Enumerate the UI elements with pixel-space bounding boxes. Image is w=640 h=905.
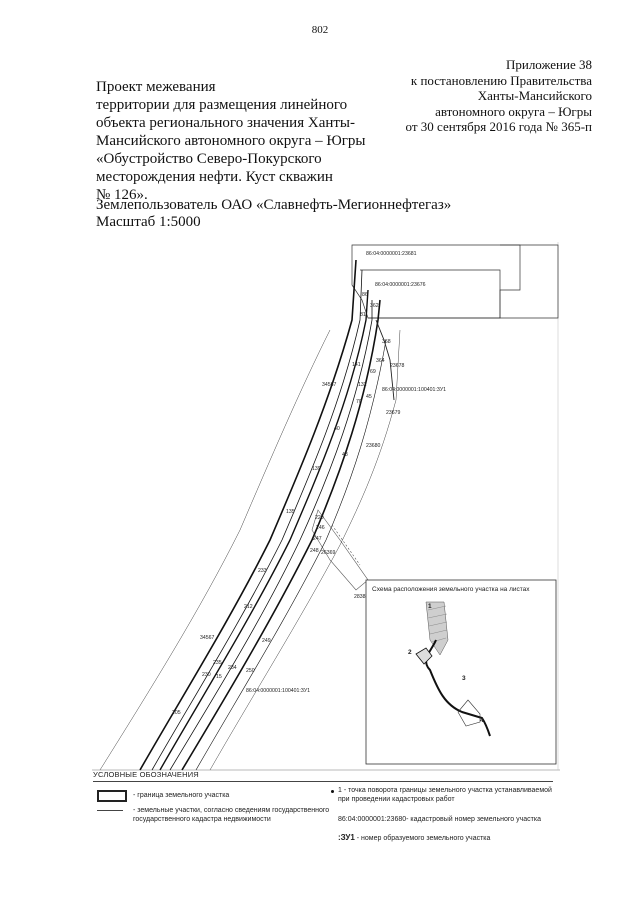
cad-label: 23680 bbox=[366, 443, 381, 449]
point-label: 246 bbox=[316, 525, 325, 531]
registered-parcels-top bbox=[351, 244, 559, 319]
legend-divider bbox=[93, 781, 553, 782]
cad-label: 86:04:0000001:100401:ЗУ1 bbox=[246, 688, 310, 694]
parcel-26369-hatch bbox=[331, 524, 361, 566]
inset-title: Схема расположения земельного участка на… bbox=[372, 586, 530, 593]
title-line: Проект межевания bbox=[96, 79, 216, 95]
point-marker-icon bbox=[331, 790, 334, 793]
point-label: 230 bbox=[202, 672, 211, 678]
corridor-line-2 bbox=[151, 269, 363, 771]
point-label: 81 bbox=[360, 312, 366, 318]
page-number: 802 bbox=[311, 24, 329, 36]
appendix-line: к постановлению Правительства bbox=[410, 72, 592, 88]
registered-swatch bbox=[97, 810, 123, 811]
point-label: 234 bbox=[228, 665, 237, 671]
legend-zu-example: :ЗУ1 bbox=[338, 833, 355, 842]
legend-cadnum-text: - кадастровый номер земельного участка bbox=[406, 816, 541, 823]
sheet-4-area bbox=[457, 699, 481, 727]
registered-parcels-middle bbox=[311, 509, 369, 591]
point-label: 45 bbox=[366, 394, 372, 400]
cad-label: 2838 bbox=[354, 594, 366, 600]
appendix-line: Ханты-Мансийского bbox=[477, 88, 592, 103]
land-user: Землепользователь ОАО «Славнефть-Мегионн… bbox=[96, 197, 452, 213]
corridor-line-6 bbox=[195, 339, 387, 771]
title-line: объекта регионального значения Ханты- bbox=[96, 115, 356, 131]
legend-zu: :ЗУ1 - номер образуемого земельного учас… bbox=[338, 833, 568, 844]
point-label: 132 bbox=[358, 382, 367, 388]
title-line: территории для размещения линейного bbox=[96, 97, 348, 113]
point-label: 70 bbox=[356, 399, 362, 405]
corridor-outer-right bbox=[181, 299, 381, 771]
point-label: 135 bbox=[286, 509, 295, 515]
legend-point-marker: 1 bbox=[338, 787, 342, 794]
cad-label: 23679 bbox=[386, 410, 401, 416]
appendix-line: автономного округа – Югры bbox=[435, 103, 592, 119]
map-labels: 86:04:0000001:23681 86:04:0000001:23676 … bbox=[172, 251, 446, 716]
legend-point-text: - точка поворота границы земельного учас… bbox=[338, 787, 552, 803]
point-label: 205 bbox=[172, 710, 181, 716]
cad-label: 23678 bbox=[390, 363, 405, 369]
point-label: 48 bbox=[342, 452, 348, 458]
side-boundaries bbox=[99, 319, 401, 771]
cad-label: 34567 bbox=[322, 382, 337, 388]
point-label: 248 bbox=[310, 548, 319, 554]
legend-cadnum: 86:04:0000001:23680- кадастровый номер з… bbox=[338, 816, 568, 825]
parcel-side bbox=[500, 244, 559, 319]
sheet-label: 2 bbox=[408, 649, 412, 656]
point-label: 69 bbox=[370, 369, 376, 375]
appendix-reference: Приложение 38 к постановлению Правительс… bbox=[332, 57, 592, 135]
legend-point: 1 - точка поворота границы земельного уч… bbox=[338, 787, 558, 804]
inset-frame bbox=[365, 579, 557, 765]
sheet-label: 4 bbox=[480, 717, 484, 724]
cad-label: 86:04:0000001:23676 bbox=[375, 282, 426, 288]
title-line: «Обустройство Северо-Покурского bbox=[96, 151, 322, 167]
point-label: 86 bbox=[362, 292, 368, 298]
point-label: 249 bbox=[262, 638, 271, 644]
title-line: Мансийского автономного округа – Югры bbox=[96, 133, 366, 149]
sheet-1-area bbox=[425, 601, 449, 656]
point-label: 364 bbox=[376, 358, 385, 364]
point-label: 40 bbox=[334, 426, 340, 432]
appendix-line: от 30 сентября 2016 года № 365-п bbox=[405, 119, 592, 134]
cad-label: 86:04:0000001:23681 bbox=[366, 251, 417, 257]
inset-scheme: Схема расположения земельного участка на… bbox=[365, 579, 557, 765]
point-label: 141 bbox=[352, 362, 361, 368]
legend-registered: - земельные участки, согласно сведениям … bbox=[133, 807, 330, 823]
corridor-outer-left bbox=[139, 259, 357, 771]
point-label: 15 bbox=[216, 674, 222, 680]
map-scale: Масштаб 1:5000 bbox=[96, 214, 201, 230]
title-line: месторождения нефти. Куст скважин bbox=[96, 169, 333, 185]
point-label: 250 bbox=[246, 668, 255, 674]
point-label: 362 bbox=[370, 303, 379, 309]
legend-boundary: - граница земельного участка bbox=[133, 792, 230, 799]
point-label: 233 bbox=[258, 568, 267, 574]
document-title: Проект межевания территории для размещен… bbox=[96, 78, 396, 204]
legend: УСЛОВНЫЕ ОБОЗНАЧЕНИЯ - граница земельног… bbox=[93, 770, 563, 880]
point-label: 235 bbox=[213, 660, 222, 666]
corridor-lines bbox=[139, 259, 387, 771]
legend-title: УСЛОВНЫЕ ОБОЗНАЧЕНИЯ bbox=[93, 770, 199, 779]
title-line: № 126». bbox=[96, 187, 148, 203]
point-label: 220 bbox=[315, 515, 324, 521]
corridor-line-4 bbox=[169, 300, 373, 771]
point-label: 368 bbox=[382, 339, 391, 345]
legend-zu-text: - номер образуемого земельного участка bbox=[356, 835, 491, 842]
sheet-label: 3 bbox=[462, 675, 466, 682]
appendix-line: Приложение 38 bbox=[505, 57, 592, 72]
cad-label: 34567 bbox=[200, 635, 215, 641]
sheet-label: 1 bbox=[428, 603, 432, 610]
parcel-26369 bbox=[311, 509, 369, 591]
sheet-2-pad bbox=[415, 647, 433, 665]
point-label: 212 bbox=[244, 604, 253, 610]
cad-label: 26369 bbox=[321, 550, 336, 556]
point-label: 247 bbox=[313, 536, 322, 542]
cad-label: 86:04:0000001:100401:ЗУ1 bbox=[382, 387, 446, 393]
corridor-line-3 bbox=[159, 289, 369, 771]
point-label: 139 bbox=[312, 466, 321, 472]
parcel-23676 bbox=[360, 269, 501, 319]
legend-cadnum-example: 86:04:0000001:23680 bbox=[338, 816, 407, 823]
boundary-swatch bbox=[97, 790, 127, 802]
